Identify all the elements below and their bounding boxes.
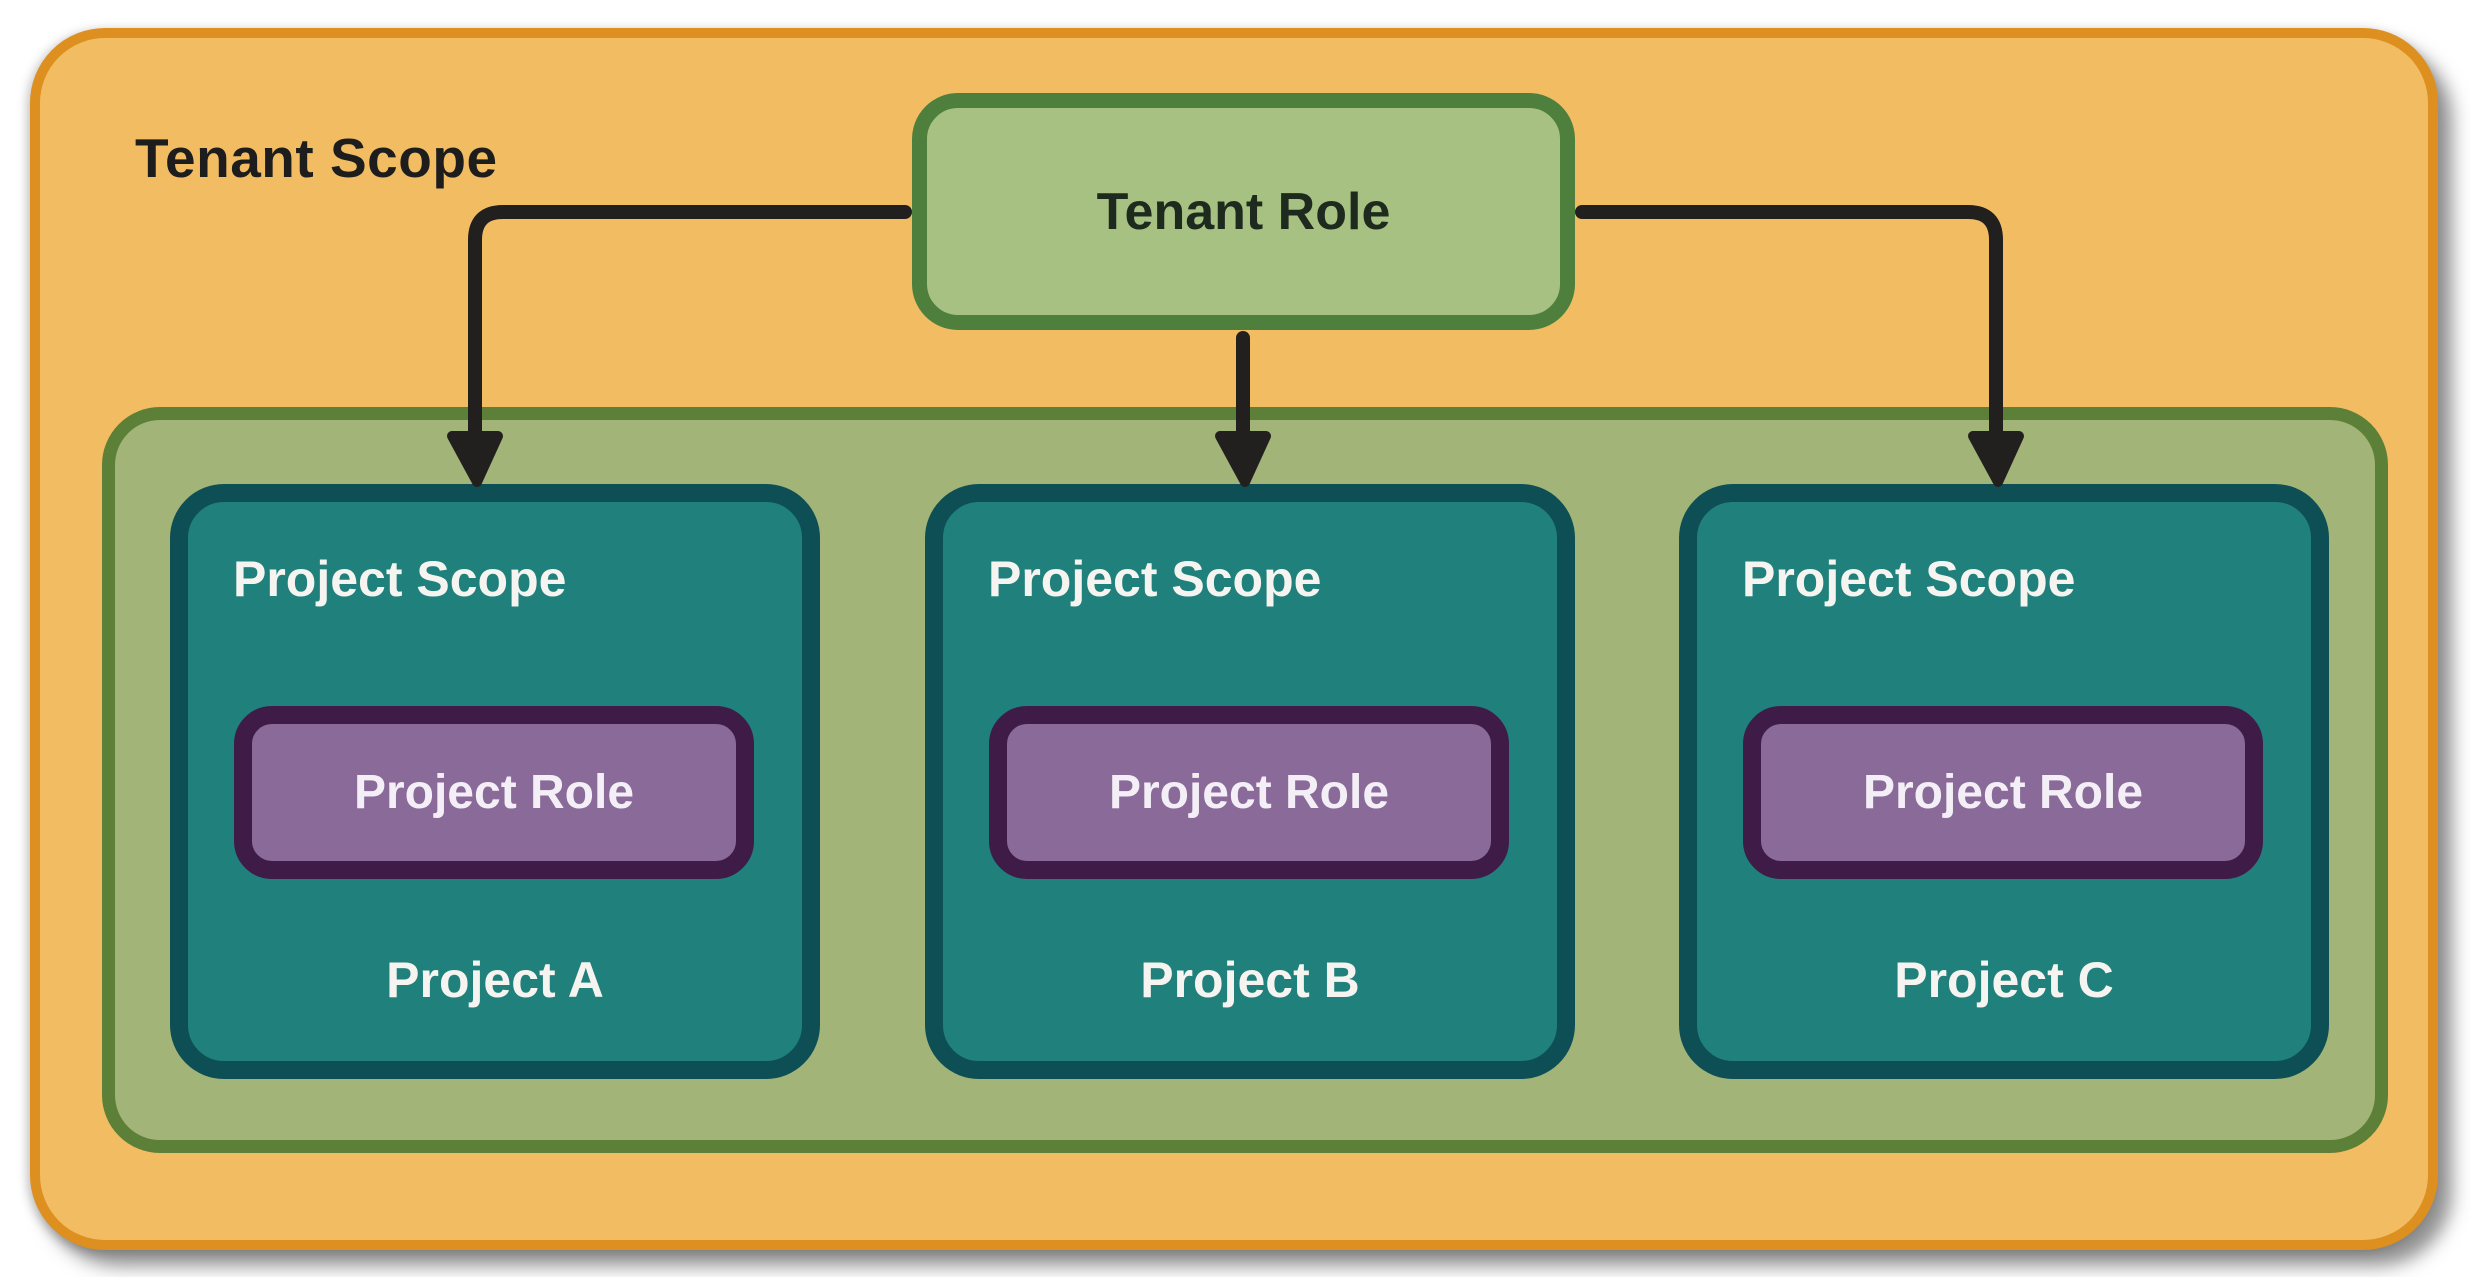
project-role-node: Project Role [1743,706,2263,879]
project-scope-node-b: Project Scope Project Role Project B [925,484,1575,1079]
project-scope-label: Project Scope [233,551,567,607]
tenant-role-node: Tenant Role [912,93,1575,330]
project-name-label: Project C [1894,952,2114,1008]
project-scope-node-a: Project Scope Project Role Project A [170,484,820,1079]
tenant-role-label: Tenant Role [1096,182,1391,241]
project-role-node: Project Role [989,706,1509,879]
project-scope-node-c: Project Scope Project Role Project C [1679,484,2329,1079]
project-role-label: Project Role [1108,766,1390,819]
project-role-node: Project Role [234,706,754,879]
project-role-label: Project Role [353,766,635,819]
project-scope-label: Project Scope [988,551,1322,607]
project-name-label: Project B [1140,952,1360,1008]
project-scope-label: Project Scope [1742,551,2076,607]
tenant-scope-label: Tenant Scope [135,127,498,189]
project-name-label: Project A [386,952,604,1008]
project-role-label: Project Role [1862,766,2144,819]
